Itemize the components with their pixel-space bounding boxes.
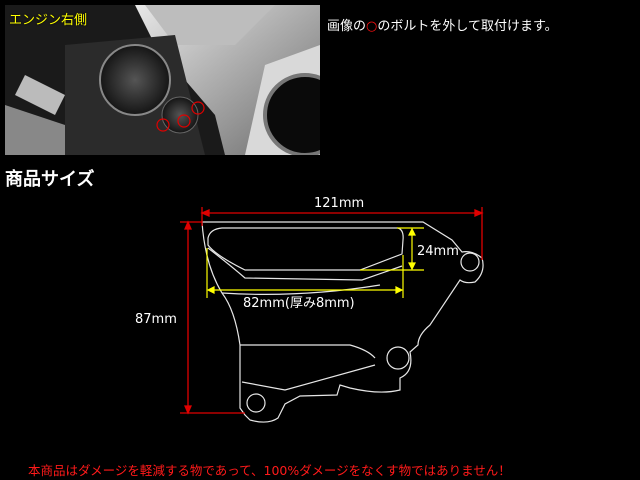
section-title: 商品サイズ — [5, 169, 95, 190]
warning-notice: 本商品はダメージを軽減する物であって、100%ダメージをなくす物ではありません！ — [28, 463, 511, 478]
install-instruction: 画像の○のボルトを外して取付けます。 — [327, 15, 558, 34]
height-dimension — [180, 220, 245, 415]
pocket-width-label: 82mm(厚み8mm) — [243, 296, 355, 311]
motorcycle-engine-illustration — [5, 5, 320, 155]
instruction-text-before: 画像の — [327, 19, 367, 34]
instruction-text-after: のボルトを外して取付けます。 — [377, 19, 558, 34]
pocket-height-label: 24mm — [417, 244, 459, 259]
pocket-dimensions — [206, 227, 424, 298]
red-circle-mark: ○ — [366, 19, 378, 34]
engine-right-side-photo: エンジン右側 — [5, 5, 320, 155]
width-dimension — [200, 207, 484, 260]
height-label: 87mm — [135, 312, 177, 327]
width-label: 121mm — [314, 196, 364, 211]
part-outline — [201, 221, 484, 423]
photo-label: エンジン右側 — [9, 13, 88, 28]
